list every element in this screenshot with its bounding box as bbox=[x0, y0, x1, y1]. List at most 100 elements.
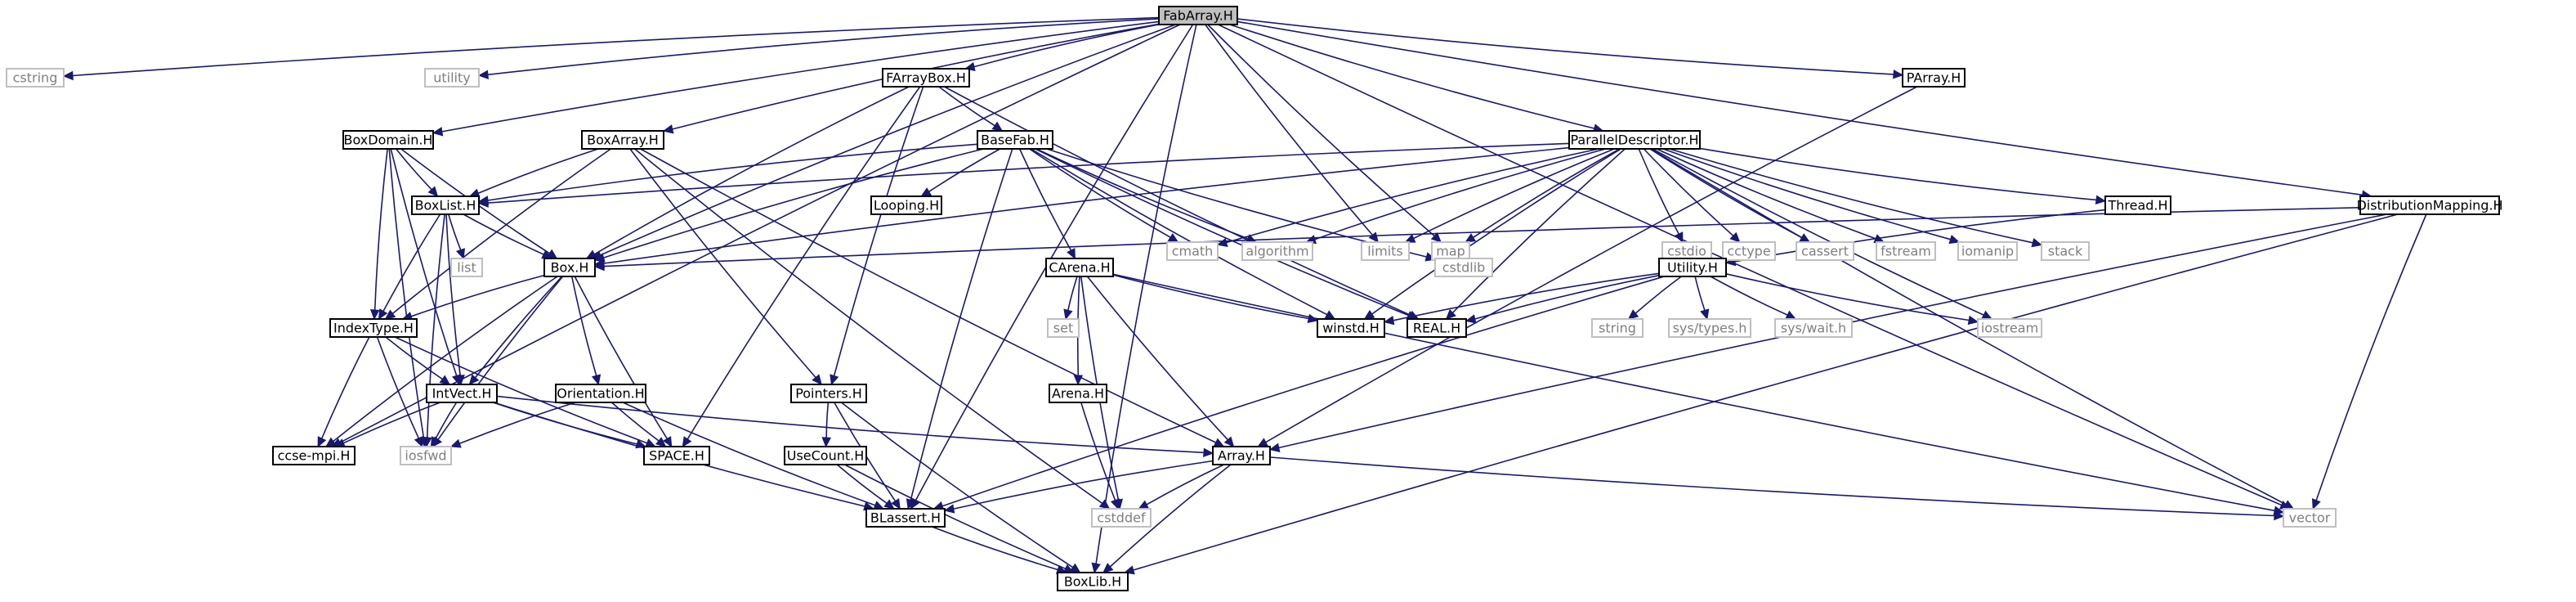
edge-boxlist-h-to-intvect-h bbox=[445, 213, 465, 386]
node-cctype: cctype bbox=[1722, 241, 1776, 261]
node-parray-h[interactable]: PArray.H bbox=[1902, 68, 1966, 88]
edge-arrowhead bbox=[378, 308, 388, 321]
edge-arrowhead bbox=[384, 309, 396, 320]
node-label: fstream bbox=[1881, 244, 1931, 259]
edge-line bbox=[1237, 20, 2363, 196]
node-label: BaseFab.H bbox=[981, 133, 1049, 148]
node-box bbox=[1658, 258, 1727, 277]
edge-box-h-to-intvect-h bbox=[468, 276, 563, 385]
node-fabarray-h[interactable]: FabArray.H bbox=[1158, 6, 1238, 25]
node-arena-h[interactable]: Arena.H bbox=[1049, 384, 1107, 403]
edge-line bbox=[1643, 148, 1734, 236]
node-indextype-h[interactable]: IndexType.H bbox=[329, 318, 418, 338]
edge-arrowhead bbox=[422, 437, 432, 448]
node-ccse-mpi-h[interactable]: ccse-mpi.H bbox=[272, 446, 356, 465]
edge-arrowhead bbox=[427, 186, 439, 197]
edge-line bbox=[1656, 148, 1876, 240]
node-space-h[interactable]: SPACE.H bbox=[643, 446, 710, 465]
edge-line bbox=[1451, 148, 1626, 313]
node-boxlist-h[interactable]: BoxList.H bbox=[411, 195, 480, 215]
edge-distributionmapping-h-to-vector bbox=[2311, 213, 2427, 510]
node-label: set bbox=[1053, 321, 1073, 336]
node-label: FabArray.H bbox=[1163, 8, 1233, 24]
edge-line bbox=[1029, 148, 1171, 238]
edge-arrowhead bbox=[1063, 308, 1073, 321]
node-winstd-h[interactable]: winstd.H bbox=[1317, 318, 1385, 338]
edge-line bbox=[487, 143, 978, 201]
node-box bbox=[272, 446, 356, 465]
node-box bbox=[1722, 241, 1776, 261]
edge-distributionmapping-h-to-box-h bbox=[593, 207, 2361, 272]
node-box bbox=[1796, 241, 1854, 261]
edge-boxdomain-h-to-indextype-h bbox=[369, 148, 388, 321]
edge-line bbox=[593, 86, 910, 255]
node-box bbox=[555, 384, 646, 403]
edge-arrowhead bbox=[682, 436, 692, 448]
edge-array-h-to-vector bbox=[1269, 456, 2285, 521]
edge-boxarray-h-to-cstddef bbox=[633, 148, 1111, 510]
node-intvect-h[interactable]: IntVect.H bbox=[426, 384, 498, 403]
edge-line bbox=[1269, 456, 2275, 517]
node-box bbox=[643, 446, 710, 465]
node-label: algorithm bbox=[1246, 244, 1308, 259]
node-boxarray-h[interactable]: BoxArray.H bbox=[581, 130, 664, 150]
edge-line bbox=[603, 146, 1570, 264]
node-utility-h[interactable]: Utility.H bbox=[1658, 258, 1727, 277]
edge-fabarray-h-to-utility bbox=[477, 18, 1160, 80]
edge-basefab-h-to-winstd-h bbox=[1031, 148, 1336, 320]
edge-line bbox=[1095, 24, 1197, 564]
node-farraybox-h[interactable]: FArrayBox.H bbox=[882, 68, 970, 88]
node-pointers-h[interactable]: Pointers.H bbox=[790, 384, 867, 403]
edge-line bbox=[395, 148, 432, 191]
node-label: BoxList.H bbox=[415, 198, 476, 213]
edge-line bbox=[1371, 148, 1621, 315]
node-boxdomain-h[interactable]: BoxDomain.H bbox=[342, 130, 434, 150]
node-array-h[interactable]: Array.H bbox=[1212, 446, 1271, 465]
node-box bbox=[400, 446, 452, 465]
node-label: IndexType.H bbox=[333, 321, 414, 336]
edge-line bbox=[1229, 24, 1594, 129]
node-carena-h[interactable]: CArena.H bbox=[1045, 258, 1114, 277]
edge-line bbox=[1218, 24, 2282, 506]
edge-arrowhead bbox=[1213, 438, 1225, 447]
edge-paralleldescriptor-h-to-map bbox=[1465, 148, 1621, 243]
edge-paralleldescriptor-h-to-thread-h bbox=[1699, 147, 2107, 205]
edge-line bbox=[1635, 276, 1682, 314]
edge-line bbox=[1474, 274, 1660, 320]
edge-line bbox=[603, 148, 984, 258]
edge-line bbox=[603, 207, 2361, 267]
edge-line bbox=[1314, 148, 1606, 240]
node-cstdlib: cstdlib bbox=[1434, 258, 1493, 277]
edge-line bbox=[1669, 148, 2033, 244]
node-box bbox=[424, 68, 480, 88]
node-looping-h[interactable]: Looping.H bbox=[870, 195, 942, 215]
node-basefab-h[interactable]: BaseFab.H bbox=[977, 130, 1053, 150]
edge-line bbox=[459, 402, 576, 445]
edge-line bbox=[1207, 24, 1435, 237]
node-distributionmapping-h[interactable]: DistributionMapping.H bbox=[2356, 195, 2503, 215]
node-box bbox=[1977, 318, 2042, 338]
node-usecount-h[interactable]: UseCount.H bbox=[784, 446, 867, 465]
node-orientation-h[interactable]: Orientation.H bbox=[555, 384, 646, 403]
edge-line bbox=[1473, 148, 1621, 238]
node-box-h[interactable]: Box.H bbox=[543, 258, 596, 277]
node-thread-h[interactable]: Thread.H bbox=[2104, 195, 2171, 215]
edge-utility-h-to-winstd-h bbox=[1383, 272, 1660, 326]
node-paralleldescriptor-h[interactable]: ParallelDescriptor.H bbox=[1568, 130, 1701, 150]
edge-arrowhead bbox=[1073, 375, 1084, 386]
edge-utility-h-to-string bbox=[1627, 276, 1682, 320]
edge-basefab-h-to-blassert-h bbox=[906, 148, 1013, 510]
edge-arrowhead bbox=[830, 374, 839, 386]
edge-arrowhead bbox=[369, 309, 380, 321]
edge-line bbox=[1146, 464, 1225, 505]
edge-arrowhead bbox=[1627, 309, 1639, 320]
node-box bbox=[1591, 318, 1644, 338]
node-box bbox=[882, 68, 970, 88]
edge-line bbox=[1265, 86, 1918, 443]
node-blassert-h[interactable]: BLassert.H bbox=[865, 508, 946, 528]
edge-arrowhead bbox=[943, 504, 955, 514]
node-label: Utility.H bbox=[1667, 260, 1718, 276]
node-real-h[interactable]: REAL.H bbox=[1407, 318, 1467, 338]
node-boxlib-h[interactable]: BoxLib.H bbox=[1057, 572, 1129, 591]
